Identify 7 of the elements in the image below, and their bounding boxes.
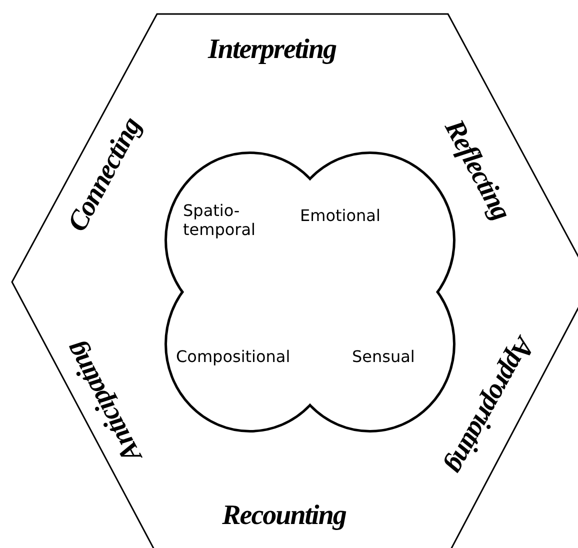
side-label: Recounting <box>222 502 346 530</box>
category-label: Sensual <box>352 347 416 366</box>
category-label: Emotional <box>300 206 382 226</box>
category-label: Spatio- temporal <box>183 201 256 240</box>
side-label: Interpreting <box>208 36 336 64</box>
hexagon <box>12 14 578 548</box>
category-label: Compositional <box>176 347 292 366</box>
